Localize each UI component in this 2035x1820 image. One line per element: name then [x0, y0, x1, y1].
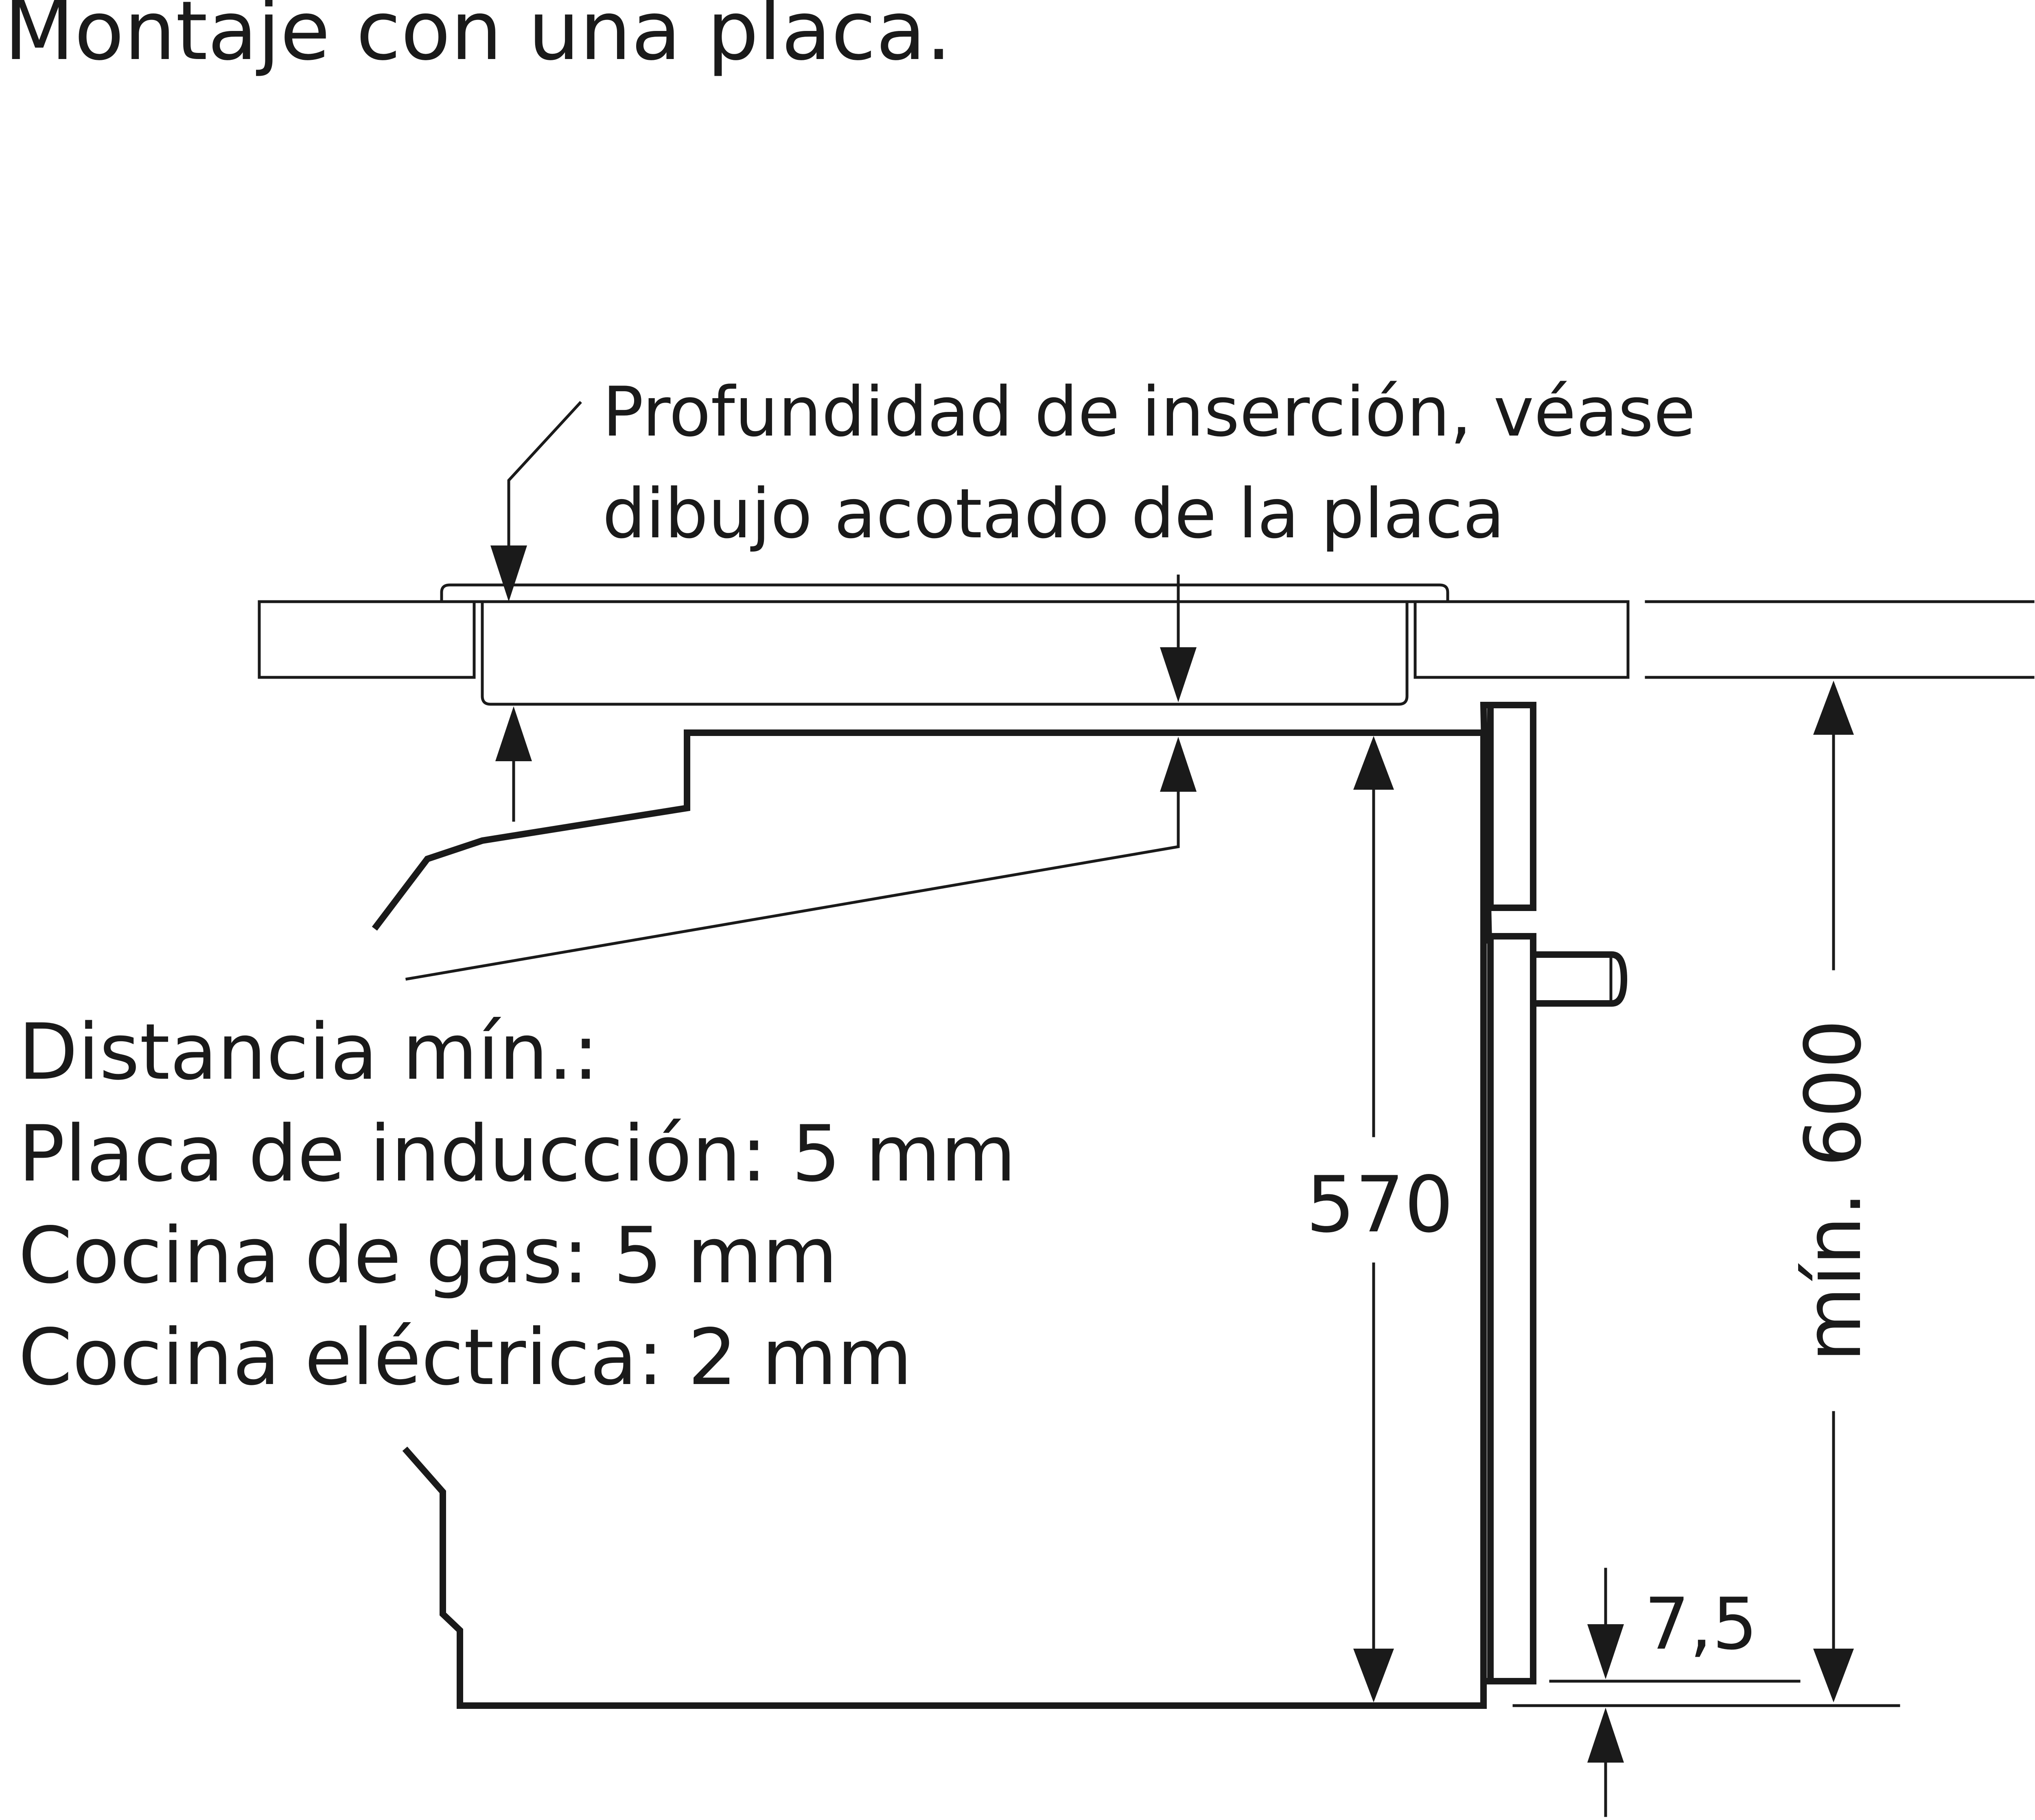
min-distance-info: Distancia mín.: Placa de inducción: 5 mm… — [18, 1007, 1016, 1402]
oven — [372, 702, 1628, 1709]
min-distance-up-arrow-leader — [405, 778, 1180, 981]
oven-front-panel-upper-block — [1487, 702, 1536, 911]
countertop — [258, 600, 1630, 679]
insertion-depth-arrowhead — [490, 545, 527, 602]
insertion-depth-label-line1: Profundidad de inserción, véase — [602, 372, 1696, 452]
niche-height-dimension: mín. 600 — [1788, 681, 1878, 1702]
left-up-arrowhead — [495, 706, 532, 761]
bottom-offset-up-arrowhead — [1587, 1708, 1624, 1763]
oven-bottom-outline — [402, 1446, 1487, 1709]
min-distance-induction: Placa de inducción: 5 mm — [18, 1109, 1016, 1199]
min-distance-heading: Distancia mín.: — [18, 1007, 599, 1097]
bottom-offset-dimension: 7,5 — [1512, 1568, 1900, 1817]
hob-body — [481, 600, 1409, 706]
insertion-depth-label-line2: dibujo acotado de la placa — [602, 474, 1505, 554]
hob-top-plate — [440, 583, 1449, 603]
niche-height-bottom-arrowhead — [1813, 1649, 1854, 1702]
oven-knob-icon — [1530, 951, 1628, 1007]
oven-door-bottom — [1480, 1678, 1536, 1709]
min-distance-electric: Cocina eléctrica: 2 mm — [18, 1312, 912, 1402]
oven-height-top-arrowhead — [1353, 736, 1394, 790]
oven-height-value: 570 — [1306, 1160, 1454, 1250]
hob — [440, 583, 1449, 706]
min-distance-down-arrowhead — [1160, 647, 1197, 702]
niche-height-value: mín. 600 — [1788, 1019, 1878, 1362]
page-title: Montaje con una placa. — [4, 0, 952, 79]
bottom-offset-down-arrowhead — [1587, 1624, 1624, 1679]
oven-height-dimension: 570 — [1306, 736, 1454, 1702]
oven-top-outline — [372, 729, 1487, 931]
countertop-right-section — [1414, 600, 1630, 679]
min-distance-gas: Cocina de gas: 5 mm — [18, 1211, 838, 1301]
insertion-depth-leader-line — [507, 401, 582, 571]
oven-height-bottom-arrowhead — [1353, 1649, 1394, 1702]
niche-height-top-arrowhead — [1813, 681, 1854, 735]
oven-door — [1487, 933, 1536, 1684]
bottom-offset-value: 7,5 — [1644, 1583, 1757, 1666]
countertop-left-section — [258, 600, 476, 679]
min-distance-up-arrowhead — [1160, 737, 1197, 792]
